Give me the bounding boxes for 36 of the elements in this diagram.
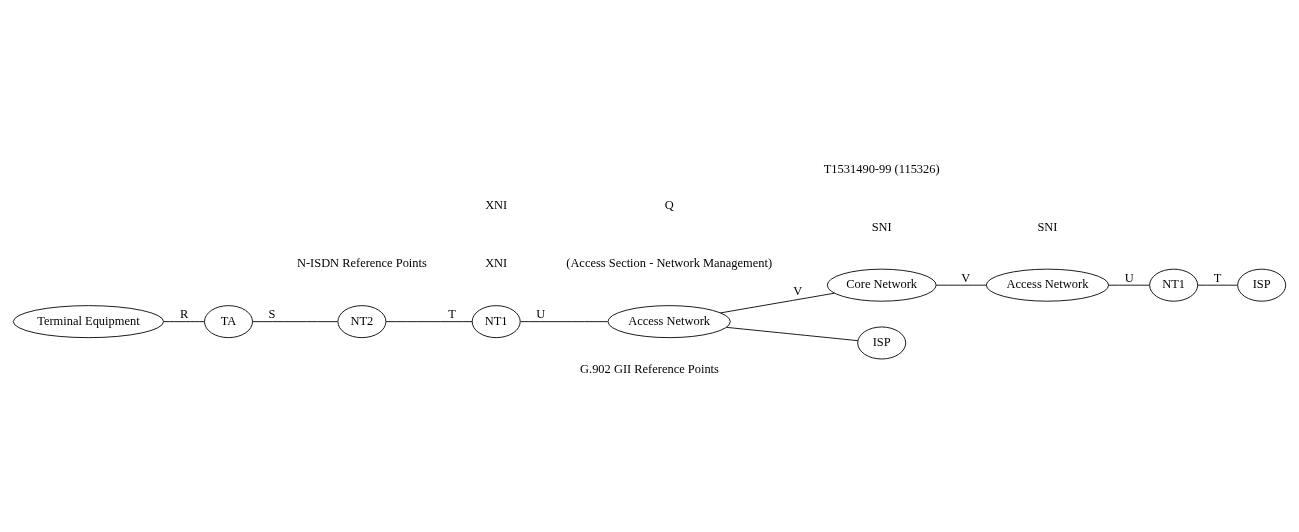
connector <box>252 320 338 322</box>
node-ellipse: NT2 <box>337 304 387 338</box>
label: SNI <box>871 219 892 234</box>
label: XNI <box>485 197 508 212</box>
label: (Access Section - Network Management) <box>566 255 773 270</box>
connector <box>935 284 987 286</box>
connector <box>385 320 473 322</box>
edge-label: S <box>268 306 276 321</box>
node-ellipse: Access Network <box>607 304 731 338</box>
caption: G.902 GII Reference Points <box>580 361 719 376</box>
connector <box>163 320 205 322</box>
connector <box>726 326 859 341</box>
node-ellipse: ISP <box>857 326 907 359</box>
label: Q <box>664 197 674 212</box>
connector <box>720 292 835 313</box>
node-ellipse: Core Network <box>826 268 937 302</box>
edge-label: T <box>448 306 456 321</box>
node-ellipse: NT1 <box>471 304 521 338</box>
label: T1531490-99 (115326) <box>823 161 940 176</box>
edge-label: V <box>961 270 971 285</box>
node-ellipse: Terminal Equipment <box>12 304 164 338</box>
node-ellipse: NT1 <box>1149 268 1199 302</box>
label: N-ISDN Reference Points <box>296 255 427 270</box>
connector <box>1197 284 1238 286</box>
edge-label: V <box>793 283 803 298</box>
edge-label: U <box>1124 270 1134 285</box>
edge-label: R <box>179 306 189 321</box>
label: XNI <box>485 255 508 270</box>
node-ellipse: TA <box>204 304 253 338</box>
label: SNI <box>1037 219 1058 234</box>
node-ellipse: Access Network <box>985 268 1110 302</box>
edge-label: T <box>1213 270 1222 285</box>
connector <box>520 320 608 322</box>
edge-label: U <box>536 306 546 321</box>
connector <box>1108 284 1150 286</box>
node-ellipse: ISP <box>1237 268 1287 302</box>
